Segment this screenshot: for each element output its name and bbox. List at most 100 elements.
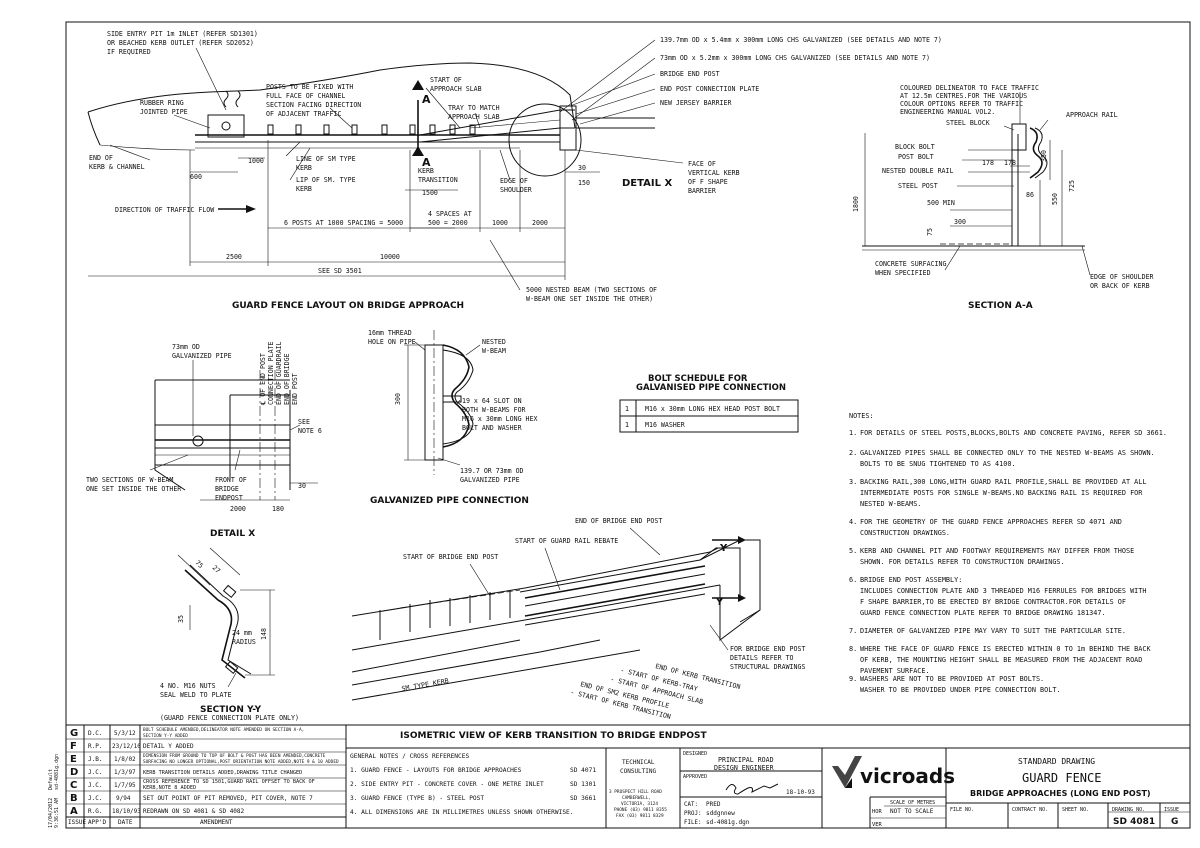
yy-24mm: 24 mm <box>232 629 252 637</box>
note-3-line-2: INTERMEDIATE POSTS FOR SINGLE W-BEAMS.NO… <box>860 489 1143 497</box>
section-aa <box>862 92 1091 276</box>
iso-sm-type-kerb: SM TYPE KERB <box>401 677 449 693</box>
tb-contract-no: CONTRACT NO. <box>1012 807 1048 813</box>
rev-e-amend-2: SURFACING NO LONGER OPTIONAL,POST ORIENT… <box>143 759 339 765</box>
label-spaces-2: 500 = 2000 <box>428 219 468 227</box>
tb-hor: NOT TO SCALE <box>890 808 934 815</box>
rev-d-app: J.C. <box>88 769 102 776</box>
note-chs-73: 73mm OD x 5.2mm x 300mm LONG CHS GALVANI… <box>660 54 930 62</box>
dim-1000b: 1000 <box>492 219 508 227</box>
note-8-line-1: WHERE THE FACE OF GUARD FENCE IS ERECTED… <box>860 645 1151 653</box>
label-line-sm: LINE OF SM TYPE <box>296 155 356 163</box>
note-1-line-1: FOR DETAILS OF STEEL POSTS,BLOCKS,BOLTS … <box>860 429 1167 437</box>
label-edge-shoulder-2: SHOULDER <box>500 186 532 194</box>
aa-dim-75: 75 <box>926 228 934 236</box>
label-nested-beam-2: W-BEAM ONE SET INSIDE THE OTHER) <box>526 295 653 303</box>
tb-file-no: FILE NO. <box>950 807 974 813</box>
aa-concrete-surfacing: CONCRETE SURFACING <box>875 260 946 268</box>
dim-150: 150 <box>578 179 590 187</box>
pc-wbeam: W-BEAM <box>482 347 506 355</box>
aa-delineator-4: ENGINEERING MANUAL VOL2. <box>900 108 995 116</box>
title-isometric: ISOMETRIC VIEW OF KERB TRANSITION TO BRI… <box>400 731 708 741</box>
tb-title-1: GUARD FENCE <box>1022 771 1101 785</box>
label-posts-spacing: 6 POSTS AT 1000 SPACING = 5000 <box>284 219 403 227</box>
iso-for-bridge-post: FOR BRIDGE END POST <box>730 645 805 653</box>
label-rubber-ring: RUBBER RING <box>140 99 184 107</box>
note-6-line-3: F SHAPE BARRIER,TO BE ERECTED BY BRIDGE … <box>860 598 1126 606</box>
label-posts-fixed-4: OF ADJACENT TRAFFIC <box>266 110 341 118</box>
rev-c-app: J.C. <box>88 782 102 789</box>
aa-500-min: 500 MIN <box>927 199 955 207</box>
yy-dim-35: 35 <box>177 615 185 623</box>
tb-designed-label: DESIGNED <box>683 751 707 757</box>
bolt-row-2-desc: M16 WASHER <box>645 421 685 429</box>
yy-seal-weld: SEAL WELD TO PLATE <box>160 691 231 699</box>
rev-d-amend-1: KERB TRANSITION DETAILS ADDED,DRAWING TI… <box>143 770 302 776</box>
aa-dim-350: 350 <box>1040 150 1048 162</box>
rev-e-app: J.B. <box>88 756 102 763</box>
note-4-num: 4. <box>849 518 857 526</box>
label-face-kerb: FACE OF <box>688 160 716 168</box>
rev-d-issue: D <box>70 767 78 778</box>
dim-600: 600 <box>190 173 202 181</box>
callout-if-required: IF REQUIRED <box>107 48 151 56</box>
pc-pipe-2: GALVANIZED PIPE <box>460 476 520 484</box>
label-end-kerb-2: KERB & CHANNEL <box>89 163 145 171</box>
tb-proj-label: PROJ: <box>684 811 701 817</box>
bolt-schedule-title-1: BOLT SCHEDULE FOR <box>648 374 748 384</box>
aa-edge-shoulder: EDGE OF SHOULDER <box>1090 273 1154 281</box>
title-section-aa: SECTION A-A <box>968 301 1033 311</box>
note-2-num: 2. <box>849 449 857 457</box>
dx-bridge: BRIDGE <box>215 485 239 493</box>
bolt-schedule <box>619 399 799 433</box>
dim-1500: 1500 <box>422 189 438 197</box>
tb-proj: sddgnnew <box>706 810 735 817</box>
aa-steel-post: STEEL POST <box>898 182 938 190</box>
dim-10000: 10000 <box>380 253 400 261</box>
note-2-line-1: GALVANIZED PIPES SHALL BE CONNECTED ONLY… <box>860 449 1155 457</box>
tb-vicroads-logo: vicroads <box>860 764 955 788</box>
gn-3-ref: SD 3661 <box>570 795 596 802</box>
label-posts-fixed-3: SECTION FACING DIRECTION <box>266 101 361 109</box>
gn-1-ref: SD 4071 <box>570 767 596 774</box>
iso-start-bridge-post: START OF BRIDGE END POST <box>403 553 498 561</box>
aa-dim-86: 86 <box>1026 191 1034 199</box>
dx-two-sections: TWO SECTIONS OF W-BEAM <box>86 476 173 484</box>
pc-pipe-1: 139.7 OR 73mm OD <box>460 467 524 475</box>
note-7-line-1: DIAMETER OF GALVANIZED PIPE MAY VARY TO … <box>860 627 1126 635</box>
tb-address-3: VICTORIA, 3124 <box>621 801 658 807</box>
label-nested-beam: 5000 NESTED BEAM (TWO SECTIONS OF <box>526 286 657 294</box>
iso-end-bridge-post: END OF BRIDGE END POST <box>575 517 662 525</box>
plot-date: 17/04/2012 <box>48 798 54 828</box>
title-pipe-connection: GALVANIZED PIPE CONNECTION <box>370 496 529 506</box>
tb-designed-1: PRINCIPAL ROAD <box>718 756 774 764</box>
pc-nested: NESTED <box>482 338 506 346</box>
detail-x-circle <box>508 103 582 177</box>
side-entry-pit-icon <box>207 114 245 138</box>
gn-2: 2. SIDE ENTRY PIT - CONCRETE COVER - ONE… <box>350 781 544 788</box>
note-5-num: 5. <box>849 547 857 555</box>
pc-dim-300: 300 <box>394 393 402 405</box>
callout-side-entry: SIDE ENTRY PIT 1m INLET (REFER SD1301) <box>107 30 258 38</box>
dim-2000: 2000 <box>532 219 548 227</box>
note-chs-139: 139.7mm OD x 5.4mm x 300mm LONG CHS GALV… <box>660 36 942 44</box>
pc-slot-2: BOTH W-BEAMS FOR <box>462 406 526 414</box>
tb-technical: TECHNICAL <box>622 759 655 766</box>
aa-back-kerb: OR BACK OF KERB <box>1090 282 1150 290</box>
note-9-num: 9. <box>849 675 857 683</box>
rev-c-date: 1/7/95 <box>114 782 136 789</box>
rev-a-app: R.G. <box>88 808 102 815</box>
dim-30: 30 <box>578 164 586 172</box>
note-9-line-2: WASHER TO BE PROVIDED UNDER PIPE CONNECT… <box>860 686 1061 694</box>
note-8-line-3: PAVEMENT SURFACE. <box>860 667 930 675</box>
title-detail-x: DETAIL X <box>210 529 255 539</box>
note-1-num: 1. <box>849 429 857 437</box>
gn-2-ref: SD 1301 <box>570 781 596 788</box>
label-detail-x: DETAIL X <box>622 178 672 189</box>
note-9-line-1: WASHERS ARE NOT TO BE PROVIDED AT POST B… <box>860 675 1044 683</box>
tb-hor-label: HOR <box>872 809 882 815</box>
text-layer: SIDE ENTRY PIT 1m INLET (REFER SD1301) O… <box>48 30 1179 828</box>
gn-heading: GENERAL NOTES / CROSS REFERENCES <box>350 753 469 760</box>
note-7-num: 7. <box>849 627 857 635</box>
